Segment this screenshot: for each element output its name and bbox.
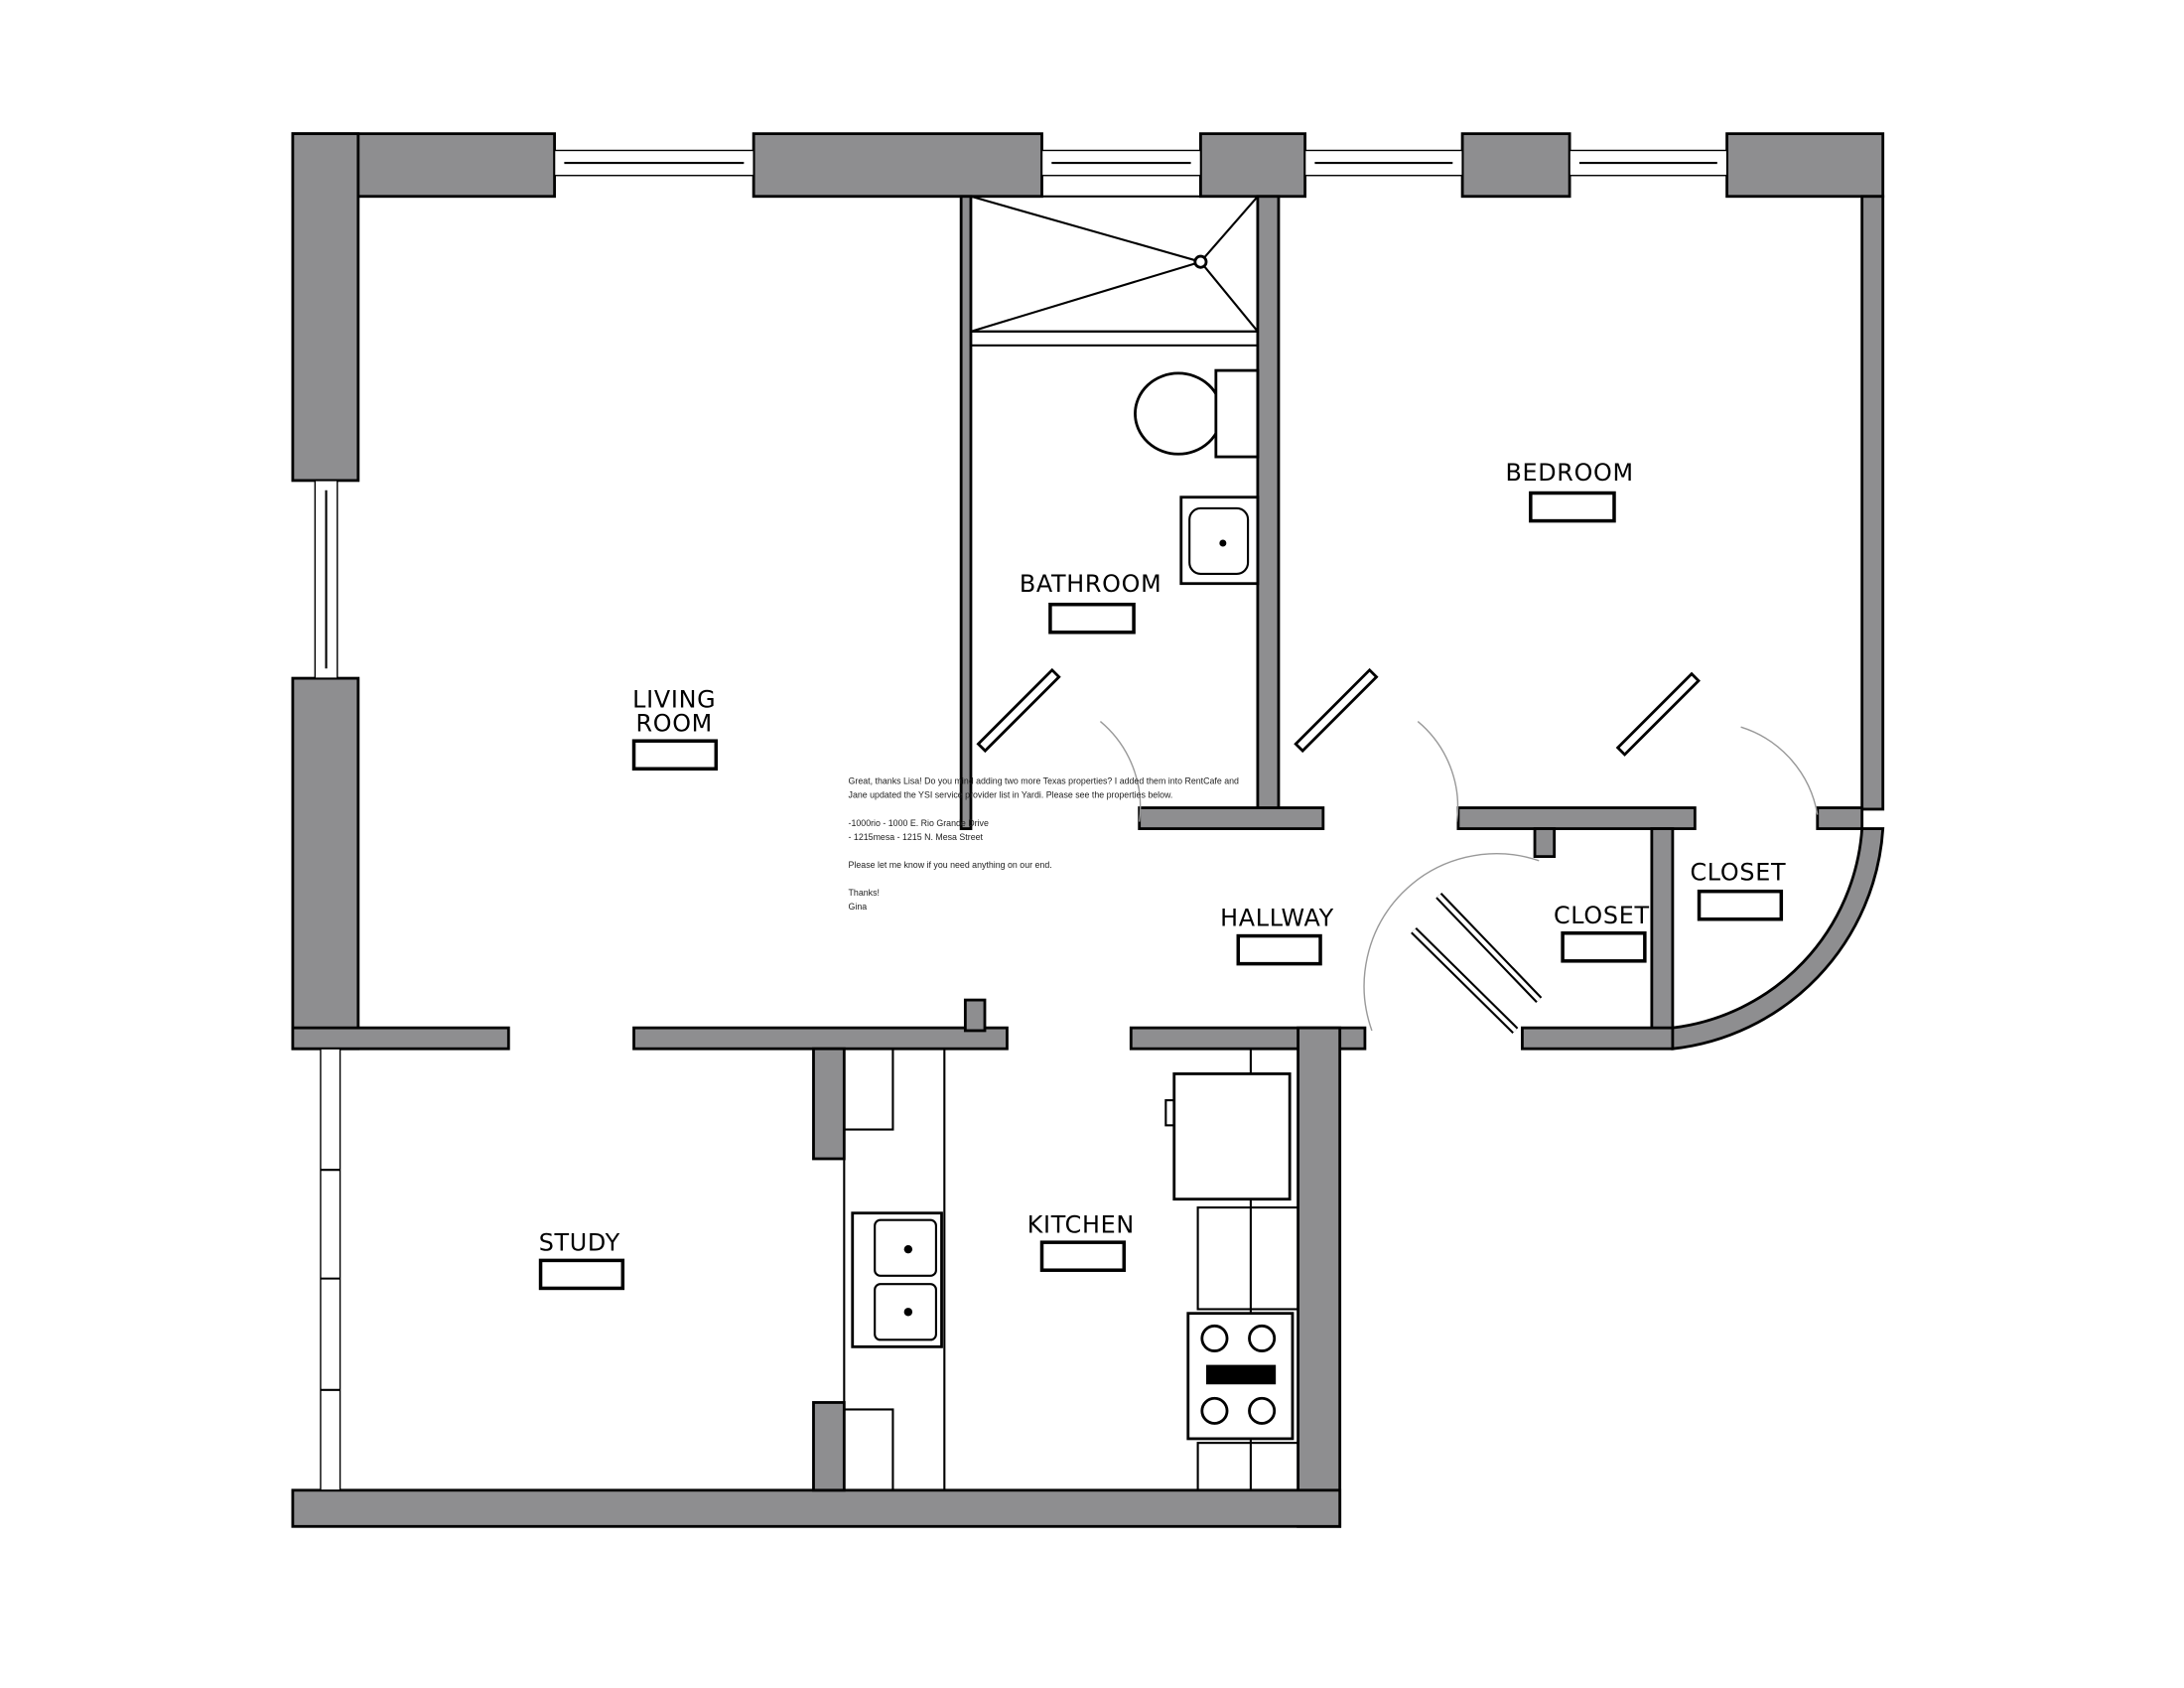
kitchen-sink-icon xyxy=(851,1211,943,1348)
wall-closet-curve xyxy=(1671,827,1885,1051)
cabinet xyxy=(843,1408,894,1491)
label-closet: CLOSET xyxy=(1554,902,1650,929)
note-line: - 1215mesa - 1215 N. Mesa Street xyxy=(849,832,984,842)
windows xyxy=(314,149,1728,1491)
label-kitchen: KITCHEN xyxy=(1027,1210,1135,1238)
wall-kitchen-left xyxy=(812,1047,846,1161)
wall-closet-top xyxy=(1456,806,1697,830)
wall-top-segment xyxy=(1199,132,1307,199)
label-study: STUDY xyxy=(539,1229,620,1257)
note-line: Great, thanks Lisa! Do you mind adding t… xyxy=(849,776,1239,786)
wall-closet-top xyxy=(1816,806,1864,830)
doors xyxy=(976,667,1819,1034)
kitchen-fixtures xyxy=(843,1048,1299,1491)
counter xyxy=(1196,1206,1299,1311)
toilet-tank xyxy=(1214,368,1260,459)
wall-living-bottom xyxy=(291,1026,510,1051)
wall-kitchen-right xyxy=(1297,1026,1342,1528)
wall-top-segment xyxy=(1725,132,1885,199)
wall-top-segment xyxy=(1460,132,1571,199)
wall-closet-divider xyxy=(1650,827,1675,1040)
label-hallway: HALLWAY xyxy=(1220,905,1334,932)
door-closet-bedroom xyxy=(1615,671,1701,757)
wall-bath-right xyxy=(1256,195,1281,830)
walls xyxy=(291,132,1885,1528)
wall-left-mid xyxy=(291,676,360,1051)
wall-living-bottom xyxy=(632,1026,1009,1051)
note-line: Thanks! xyxy=(849,888,880,898)
refrigerator xyxy=(1172,1072,1292,1201)
label-living-room-line2: ROOM xyxy=(635,709,712,737)
label-bedroom: BEDROOM xyxy=(1505,459,1633,487)
shower-drain xyxy=(1193,254,1208,269)
wall-bottom xyxy=(291,1488,1342,1528)
shower xyxy=(969,195,1259,333)
door-bedroom xyxy=(1294,667,1379,754)
wall-stub xyxy=(963,998,987,1033)
note-line: Please let me know if you need anything … xyxy=(849,860,1052,870)
wall-bedroom-right xyxy=(1860,195,1885,811)
room-labels: LIVING ROOM BATHROOM BEDROOM HALLWAY CLO… xyxy=(539,459,1786,1291)
note-line: Gina xyxy=(849,902,868,912)
label-closet: CLOSET xyxy=(1690,858,1786,886)
note-line: Jane updated the YSI service provider li… xyxy=(849,790,1173,800)
cabinet xyxy=(843,1048,894,1131)
overlay-note: Great, thanks Lisa! Do you mind adding t… xyxy=(849,776,1239,912)
toilet-icon xyxy=(1134,371,1223,456)
wall-stub xyxy=(1533,827,1557,859)
wall-top-segment xyxy=(751,132,1043,199)
label-bathroom: BATHROOM xyxy=(1020,570,1162,598)
wall-kitchen-left xyxy=(812,1401,846,1492)
door-bathroom xyxy=(976,667,1061,754)
bathroom-fixtures xyxy=(969,195,1260,586)
label-living-room: LIVING xyxy=(632,686,716,714)
wall-bath-left xyxy=(959,195,973,830)
note-line: -1000rio - 1000 E. Rio Grande Drive xyxy=(849,818,989,828)
window xyxy=(320,1048,341,1491)
wall-bath-bottom xyxy=(1138,806,1325,830)
wall-closet-bottom xyxy=(1521,1026,1675,1051)
wall-left-upper xyxy=(291,132,360,483)
